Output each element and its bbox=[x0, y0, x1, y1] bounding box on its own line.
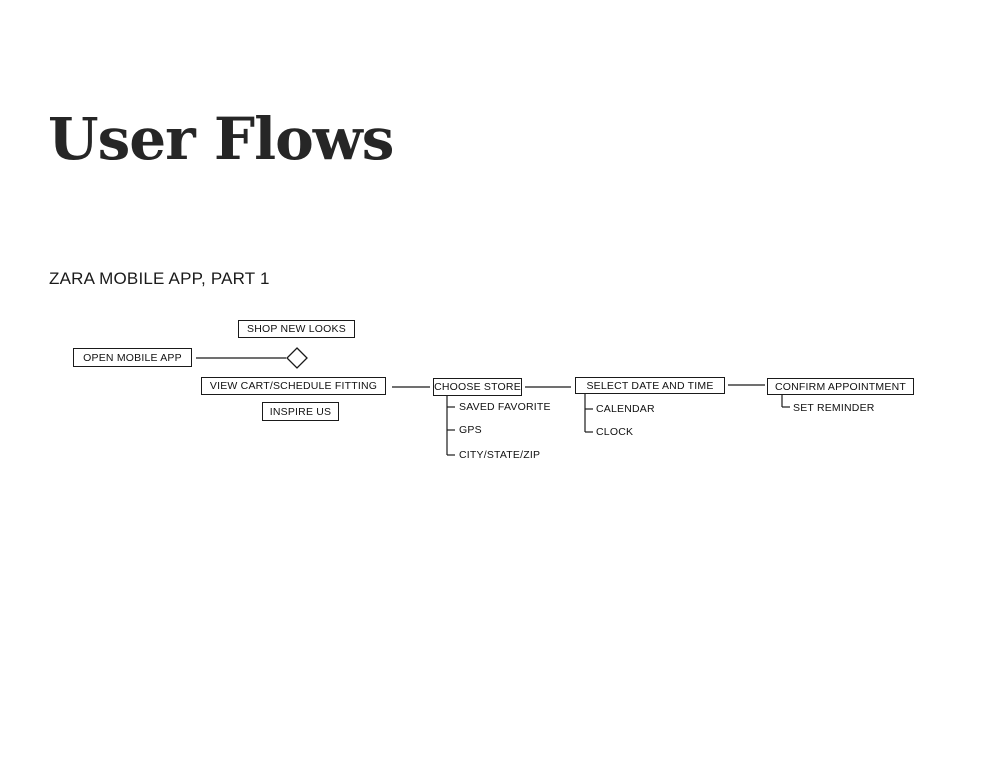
node-label: OPEN MOBILE APP bbox=[83, 351, 182, 364]
node-label: SELECT DATE AND TIME bbox=[586, 379, 714, 392]
flow-subtitle: ZARA MOBILE APP, PART 1 bbox=[49, 269, 270, 288]
option-city-state-zip: CITY/STATE/ZIP bbox=[459, 449, 541, 461]
node-label: CONFIRM APPOINTMENT bbox=[775, 380, 906, 393]
option-saved-favorite: SAVED FAVORITE bbox=[459, 401, 551, 413]
node-label: INSPIRE US bbox=[269, 405, 332, 418]
node-select-date-and-time: SELECT DATE AND TIME bbox=[575, 377, 725, 394]
node-open-mobile-app: OPEN MOBILE APP bbox=[73, 348, 192, 367]
option-set-reminder: SET REMINDER bbox=[793, 402, 875, 414]
node-label: SHOP NEW LOOKS bbox=[247, 323, 346, 335]
node-confirm-appointment: CONFIRM APPOINTMENT bbox=[767, 378, 914, 395]
option-clock: CLOCK bbox=[596, 426, 634, 438]
node-label: VIEW CART/SCHEDULE FITTING bbox=[209, 380, 378, 392]
node-choose-store: CHOOSE STORE bbox=[433, 378, 522, 396]
node-shop-new-looks: SHOP NEW LOOKS bbox=[238, 320, 355, 338]
option-gps: GPS bbox=[459, 424, 482, 436]
node-label: CHOOSE STORE bbox=[434, 381, 521, 393]
node-view-cart-schedule-fitting: VIEW CART/SCHEDULE FITTING bbox=[201, 377, 386, 395]
node-inspire-us: INSPIRE US bbox=[262, 402, 339, 421]
decision-diamond bbox=[286, 347, 308, 369]
option-calendar: CALENDAR bbox=[596, 403, 655, 415]
page-title: User Flows bbox=[48, 105, 394, 173]
